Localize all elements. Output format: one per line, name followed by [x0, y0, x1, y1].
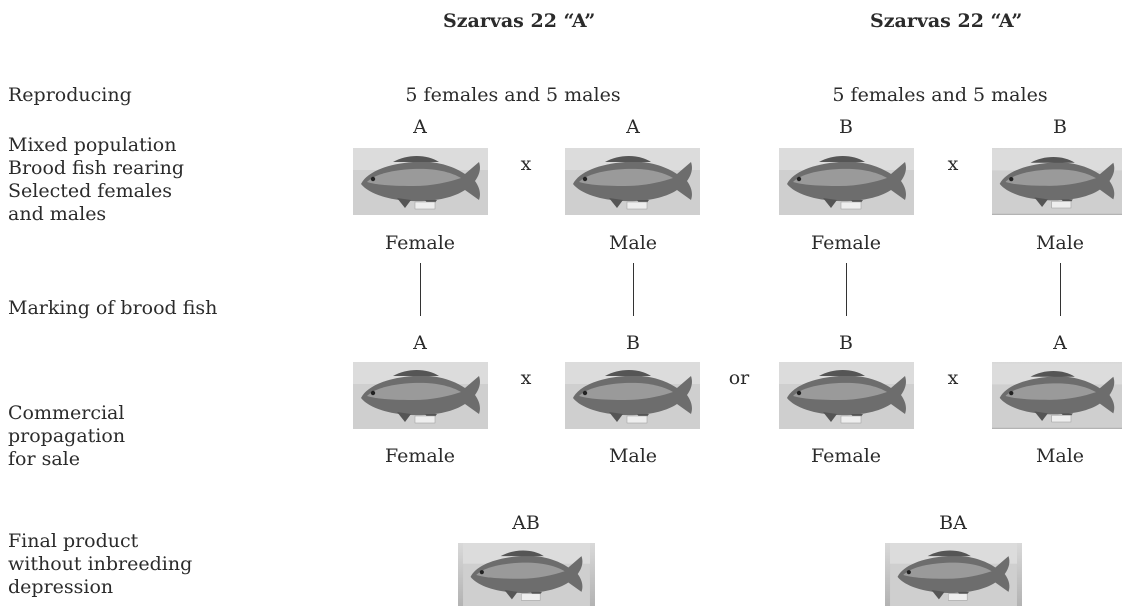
reproducing-count-left: 5 females and 5 males: [405, 84, 620, 106]
carp-fish-photo-icon: [779, 362, 914, 429]
carp-fish-photo-icon: [353, 362, 488, 429]
carp-fish-photo-icon: [565, 148, 700, 215]
brood-sex-4: Male: [1036, 232, 1084, 254]
final-product-ba-label: BA: [939, 512, 967, 534]
cross-symbol-brood-right: x: [948, 153, 959, 175]
commercial-sex-1: Female: [385, 445, 455, 467]
brood-sex-3: Female: [811, 232, 881, 254]
brood-sex-2: Male: [609, 232, 657, 254]
brood-letter-1: A: [413, 116, 427, 138]
label-reproducing: Reproducing: [8, 84, 132, 107]
commercial-sex-3: Female: [811, 445, 881, 467]
label-mixed-population: Mixed population Brood fish rearing Sele…: [8, 134, 184, 226]
brood-letter-3: B: [839, 116, 853, 138]
marking-line-2: [633, 263, 634, 316]
commercial-letter-2: B: [626, 332, 640, 354]
brood-letter-4: B: [1053, 116, 1067, 138]
label-final-product: Final product without inbreeding depress…: [8, 530, 192, 599]
or-connector: or: [729, 367, 750, 389]
commercial-sex-4: Male: [1036, 445, 1084, 467]
carp-fish-photo-icon: [779, 148, 914, 215]
carp-fish-photo-icon: [992, 148, 1122, 215]
carp-fish-photo-icon: [458, 543, 595, 606]
cross-symbol-commercial-right: x: [948, 367, 959, 389]
header-right: Szarvas 22 “A”: [870, 10, 1022, 32]
marking-line-4: [1060, 263, 1061, 316]
brood-letter-2: A: [626, 116, 640, 138]
cross-symbol-brood-left: x: [521, 153, 532, 175]
carp-fish-photo-icon: [353, 148, 488, 215]
marking-line-3: [846, 263, 847, 316]
carp-fish-photo-icon: [565, 362, 700, 429]
header-left: Szarvas 22 “A”: [443, 10, 595, 32]
marking-line-1: [420, 263, 421, 316]
brood-sex-1: Female: [385, 232, 455, 254]
commercial-letter-3: B: [839, 332, 853, 354]
label-commercial: Commercial propagation for sale: [8, 402, 125, 471]
reproducing-count-right: 5 females and 5 males: [832, 84, 1047, 106]
commercial-letter-1: A: [413, 332, 427, 354]
carp-fish-photo-icon: [992, 362, 1122, 429]
label-marking: Marking of brood fish: [8, 297, 217, 320]
commercial-sex-2: Male: [609, 445, 657, 467]
cross-symbol-commercial-left: x: [521, 367, 532, 389]
carp-fish-photo-icon: [885, 543, 1022, 606]
commercial-letter-4: A: [1053, 332, 1067, 354]
final-product-ab-label: AB: [512, 512, 540, 534]
